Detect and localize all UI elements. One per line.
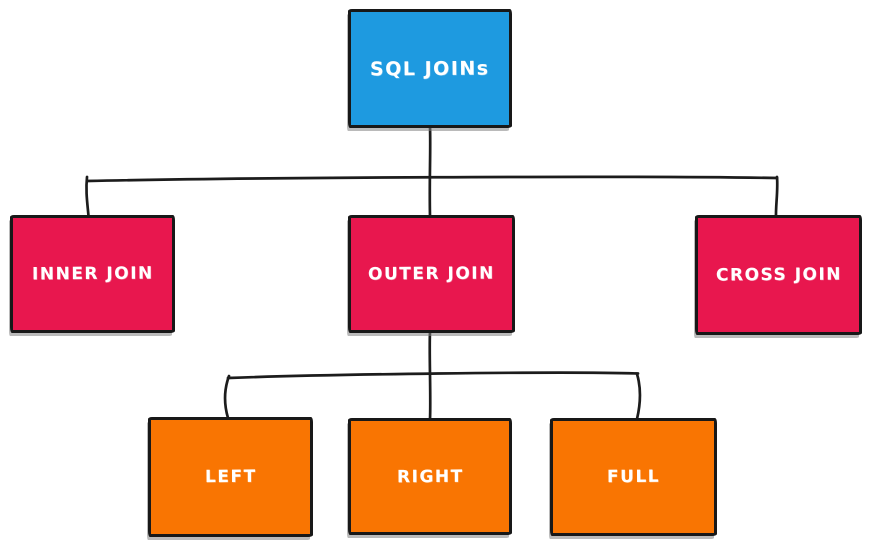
- node-outer-join: OUTER JOIN: [348, 215, 515, 333]
- edge-bus-to-full: [635, 372, 642, 421]
- edge-bus-to-inner: [85, 175, 90, 218]
- node-sql-joins-label: SQL JOINs: [370, 57, 490, 80]
- edge-bus-to-left: [223, 374, 231, 420]
- node-left-join-label: LEFT: [204, 466, 257, 488]
- node-full-join: FULL: [550, 418, 717, 536]
- edge-lower-bus: [226, 371, 640, 380]
- node-outer-join-label: OUTER JOIN: [368, 263, 495, 285]
- edge-outer-to-right: [428, 330, 432, 421]
- node-cross-join-label: CROSS JOIN: [715, 264, 842, 286]
- node-inner-join-label: INNER JOIN: [31, 263, 154, 285]
- node-right-join: RIGHT: [348, 418, 512, 535]
- node-cross-join: CROSS JOIN: [695, 215, 862, 335]
- node-full-join-label: FULL: [606, 466, 661, 488]
- edge-upper-bus: [85, 175, 779, 183]
- edge-bus-to-cross: [774, 175, 779, 221]
- node-right-join-label: RIGHT: [396, 466, 464, 487]
- node-left-join: LEFT: [148, 417, 313, 537]
- node-sql-joins: SQL JOINs: [348, 9, 512, 128]
- node-inner-join: INNER JOIN: [10, 215, 175, 333]
